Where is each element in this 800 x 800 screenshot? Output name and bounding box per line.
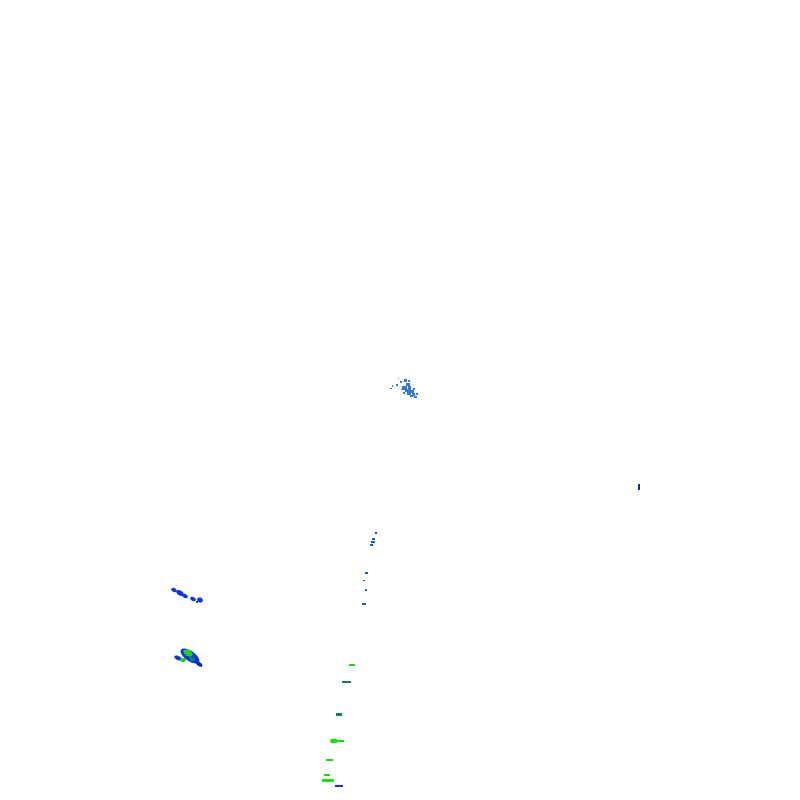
echo-line-bottom [322,664,355,787]
echo-isolated-east [638,484,640,490]
echo-cluster-center [390,378,418,398]
echo-band-southwest [171,587,203,603]
echo-streak-south [362,532,377,605]
echo-blob-southwest [174,648,203,667]
